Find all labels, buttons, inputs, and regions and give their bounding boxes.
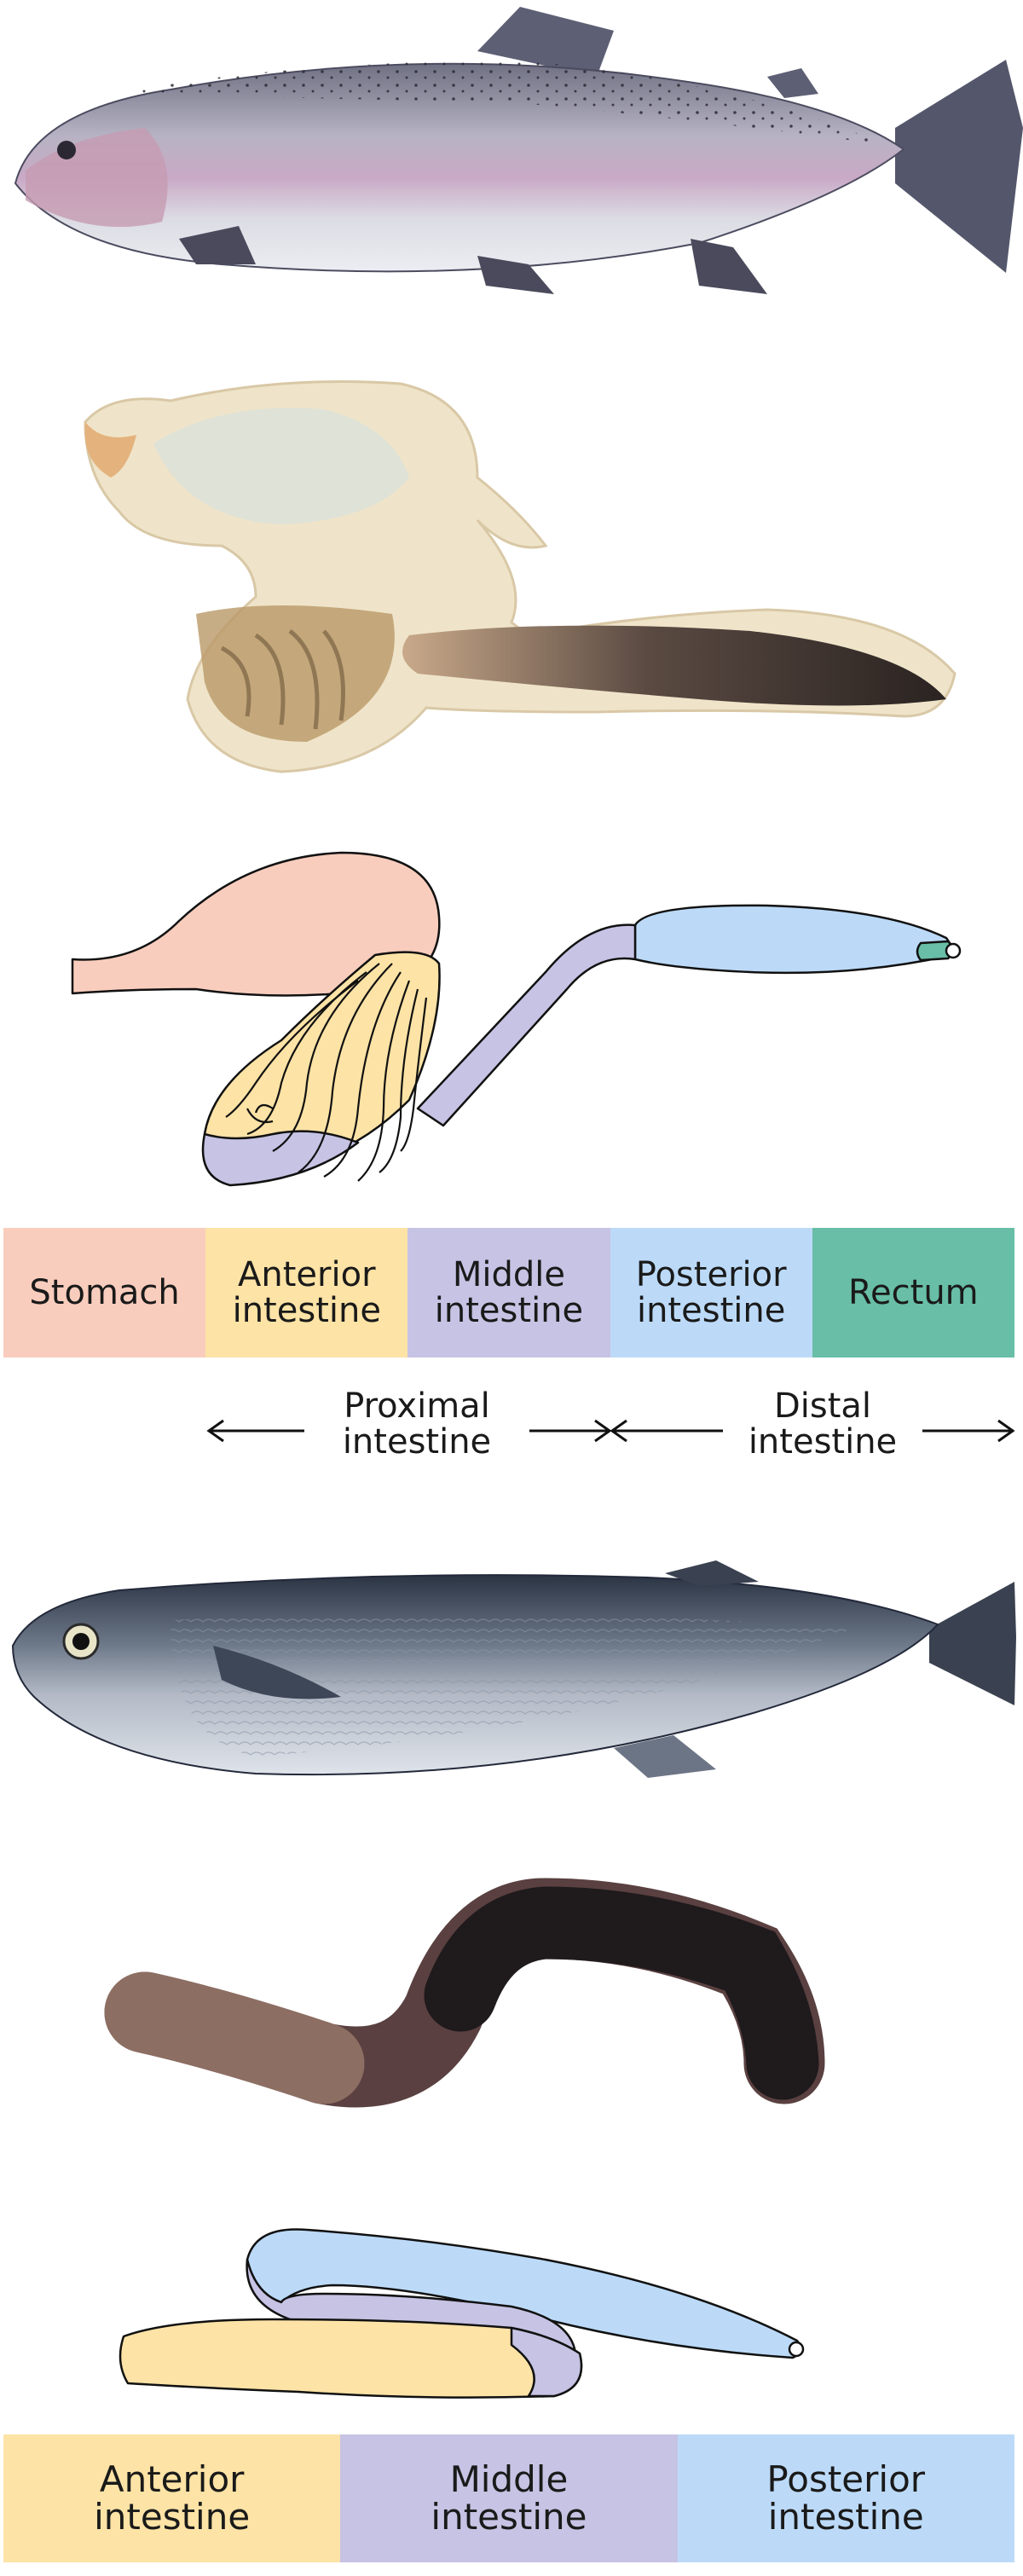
smelt-segment-legend: Anterior intestine Middle intestine Post… <box>3 2434 1014 2562</box>
smelt-legend-posterior-intestine-label: Posterior intestine <box>766 2457 926 2538</box>
proximal-intestine-label: Proximal intestine <box>304 1388 529 1460</box>
legend-stomach-label: Stomach <box>29 1273 180 1312</box>
trout-segment-legend: Stomach Anterior intestine Middle intest… <box>3 1228 1014 1357</box>
legend-anterior-intestine: Anterior intestine <box>205 1228 408 1357</box>
legend-rectum-label: Rectum <box>848 1273 979 1312</box>
anus-shape <box>945 942 962 959</box>
distal-intestine-label: Distal intestine <box>723 1388 922 1460</box>
smelt-posterior-intestine-shape <box>246 2228 802 2359</box>
legend-posterior-intestine: Posterior intestine <box>610 1228 812 1357</box>
middle-intestine-tube <box>416 923 637 1127</box>
smelt-gut-schematic <box>118 2228 805 2399</box>
smelt-legend-anterior-intestine: Anterior intestine <box>3 2434 341 2562</box>
smelt-legend-posterior-intestine: Posterior intestine <box>677 2434 1014 2562</box>
smelt-legend-anterior-intestine-label: Anterior intestine <box>94 2457 251 2538</box>
smelt-legend-middle-intestine-label: Middle intestine <box>431 2457 587 2538</box>
rainbow-trout-image <box>14 7 1023 294</box>
stomach-shape <box>71 851 441 997</box>
trout-intestine-photo <box>84 380 957 773</box>
smelt-anus-shape <box>788 2341 805 2358</box>
posterior-intestine-shape <box>633 904 951 975</box>
legend-posterior-intestine-label: Posterior intestine <box>635 1255 787 1330</box>
trout-gut-schematic <box>71 851 962 1187</box>
legend-middle-intestine-label: Middle intestine <box>434 1255 584 1330</box>
legend-anterior-intestine-label: Anterior intestine <box>232 1255 381 1330</box>
smelt-fish-image <box>11 1560 1016 1778</box>
legend-middle-intestine: Middle intestine <box>407 1228 610 1357</box>
legend-stomach: Stomach <box>3 1228 206 1357</box>
smelt-intestine-photo <box>104 1878 825 2108</box>
smelt-legend-middle-intestine: Middle intestine <box>340 2434 678 2562</box>
legend-rectum: Rectum <box>812 1228 1014 1357</box>
